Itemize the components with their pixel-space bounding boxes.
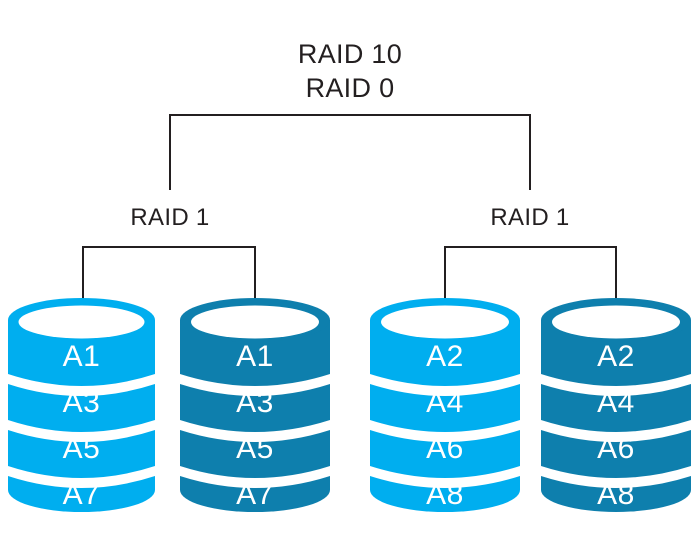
disk-cylinder-1[interactable] (8, 298, 155, 512)
disk-cylinder-2[interactable] (180, 298, 330, 512)
raid1-left-label: RAID 1 (130, 204, 210, 231)
disk-cylinder-3[interactable] (370, 298, 520, 512)
disk-cylinder-4[interactable] (541, 298, 691, 512)
raid1-right-label: RAID 1 (490, 204, 570, 231)
raid10-label: RAID 10 (297, 39, 403, 69)
raid0-bracket (169, 114, 531, 190)
raid0-label: RAID 0 (305, 73, 395, 103)
